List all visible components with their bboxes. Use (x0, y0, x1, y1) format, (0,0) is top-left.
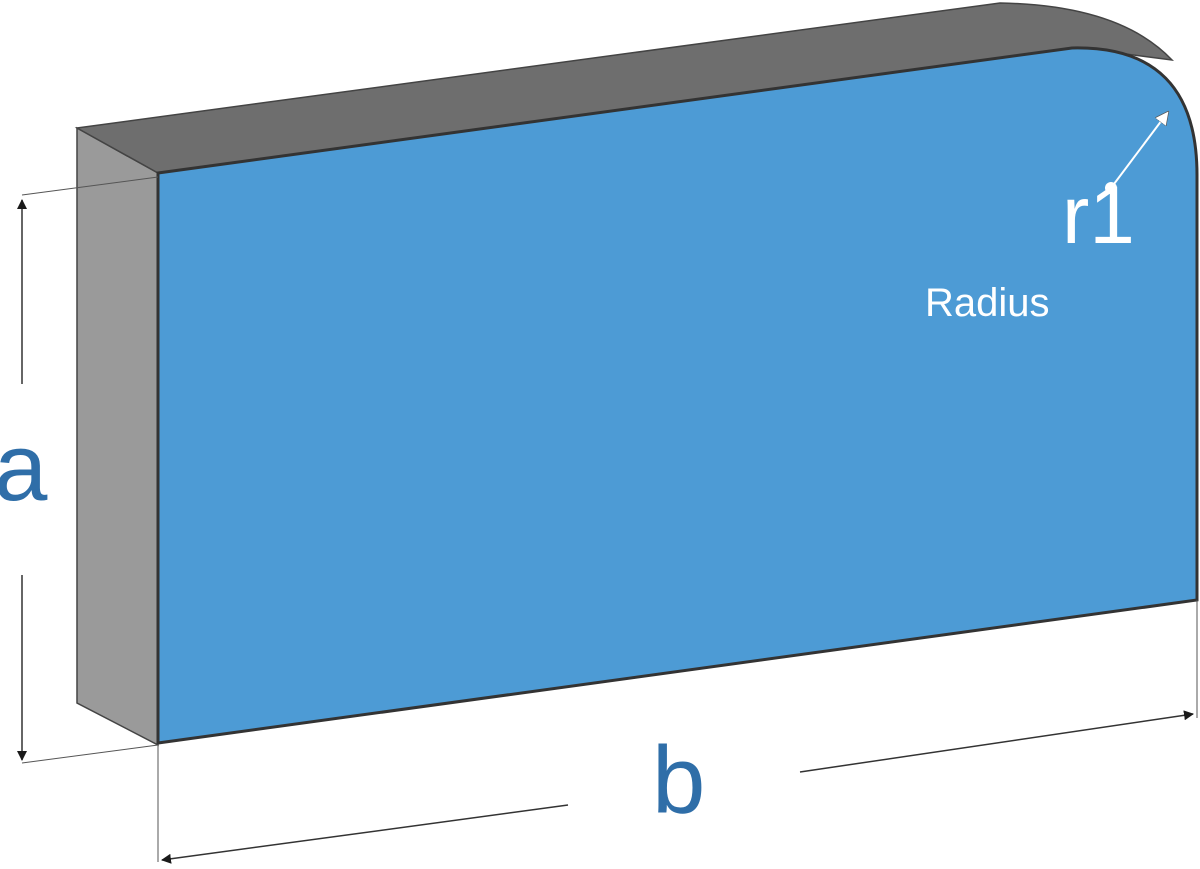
dimension-label-a: a (0, 414, 48, 521)
extension-line-a-top (21, 176, 159, 196)
radius-arrow (1110, 112, 1168, 189)
block-front-face (156, 46, 1199, 745)
radius-symbol-label: r1 (1062, 170, 1135, 261)
extension-line-a-bottom (21, 744, 159, 764)
dimension-line-b-right (799, 710, 1194, 773)
block-top-face (74, 2, 1174, 174)
block-side-face (76, 126, 159, 747)
dimension-label-b: b (652, 727, 705, 834)
radius-word-label: Radius (925, 281, 1050, 325)
dimension-line-b-left (161, 804, 569, 864)
